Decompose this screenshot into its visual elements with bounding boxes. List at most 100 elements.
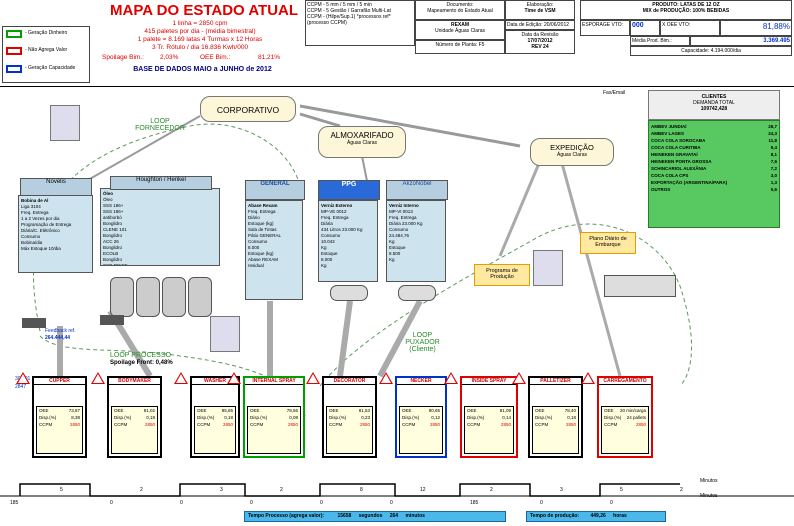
metric-label: CCPM (402, 422, 416, 427)
plano-note: Plano Diário de Embarque (580, 232, 636, 254)
unit-name: Unidade Águas Claras (434, 28, 486, 34)
media-value: 3.369.495 (690, 36, 792, 46)
metric-value: 78,40 (564, 408, 576, 413)
cliente-share: 7,2 (770, 166, 777, 171)
timeline-value: 2 (140, 487, 143, 493)
cliente-name: COCA COLA CURITIBA (651, 145, 701, 150)
header-line-1: 1 linha = 2850 cpm (172, 20, 228, 27)
metric-value: 2850 (144, 422, 155, 427)
metric-value: 2850 (287, 422, 298, 427)
cliente-share: 1,3 (770, 180, 777, 185)
cliente-share: 9,4 (770, 145, 777, 150)
timeline-value: 0 (610, 500, 613, 506)
minutos-label-1: Minutos (700, 478, 718, 484)
metric-label: OEE (114, 408, 124, 413)
vendor-line: Freq. Entrega (321, 215, 349, 220)
metric-value: 0,12 (431, 415, 440, 420)
timeline-value: 5 (60, 487, 63, 493)
vendor-line: Estoque (321, 251, 338, 256)
process-name: NECKER (397, 378, 445, 385)
header: - Geração Dinheiro - Não Agrega Valor - … (0, 0, 794, 87)
truck-icon (22, 318, 46, 328)
tempo-proc-value: 15658 (337, 513, 352, 519)
vendor-line: Abase Rexam (248, 203, 278, 208)
metric-label: OEE (250, 408, 260, 413)
truck-icon (100, 315, 124, 325)
timeline-value: 185 (10, 500, 19, 506)
vendor-line: MP-VE 0012 (321, 209, 347, 214)
vendor-line: Pátio GENERAL (248, 233, 282, 238)
metric-value: 0,18 (567, 415, 576, 420)
timeline-value: 0 (390, 500, 393, 506)
metric-row: Disp.(%) 8,38 (37, 414, 82, 421)
inventory-triangle-icon (227, 372, 241, 384)
cliente-name: OUTROS (651, 187, 671, 192)
vendor-line: Estoque (kg) (248, 221, 274, 226)
vendor-line: Kg (389, 257, 395, 262)
page-title: MAPA DO ESTADO ATUAL (110, 2, 299, 19)
vendor-name: PPG (341, 181, 357, 188)
site-name: REXAM (450, 22, 470, 28)
inventory-triangle-icon (379, 372, 393, 384)
timeline-value: 0 (540, 500, 543, 506)
cliente-name: AMBEV JUNDIAÍ (651, 124, 687, 129)
metric-value: 0,18 (146, 415, 155, 420)
metric-label: OEE (467, 408, 477, 413)
expo-cell: ESPORAGE VTO: (580, 20, 630, 36)
vendor-line: Estoque (kg) (248, 251, 274, 256)
metric-label: Disp.(%) (39, 415, 57, 420)
vendor-line: MP-VI 0013 (389, 209, 413, 214)
vendor-line: Óleo (103, 191, 114, 196)
metric-value: 8,38 (71, 415, 80, 420)
metric-label: Disp.(%) (114, 415, 132, 420)
process-name: DECORATOR (324, 378, 375, 385)
legend-label-3: - Geração Capacidade (25, 65, 76, 71)
vendor-line: CSD RINSE (103, 263, 128, 266)
metric-row: Disp.(%)0,14 (465, 414, 513, 421)
vendor-line: ECOLB (103, 251, 119, 256)
process-name: PALLETIZER (530, 378, 581, 385)
vendor-line: Verniz Externo (321, 203, 353, 208)
tempo-producao-bar: Tempo de produção: 449,26 horas (526, 511, 666, 522)
metric-value: 81,09 (499, 408, 511, 413)
metric-value: 81,53 (358, 408, 370, 413)
clientes-total: 109742,428 (700, 106, 728, 112)
almox-sub: Águas Claras (346, 140, 377, 146)
rev-label: Data da Revisão (521, 32, 559, 38)
factory-icon: Houghton / Henkel (110, 176, 212, 190)
avatar (210, 316, 240, 352)
cliente-name: COCA COLA SOROCABA (651, 138, 706, 143)
doc-cell: Documento: Mapeamento do Estado Atual (415, 0, 505, 20)
almox-label: ALMOXARIFADO (330, 131, 394, 140)
cliente-name: SCHINCARIOL ALEXÂNIA (651, 166, 707, 171)
legend-label-1: - Geração Dinheiro (25, 30, 68, 36)
vendor-line: Kg (389, 239, 395, 244)
date-ed-value: 20/06/2012 (543, 22, 570, 28)
date-ed-cell: Data de Edição: 20/06/2012 (505, 20, 575, 30)
inventory-triangle-icon (581, 372, 595, 384)
timeline-value: 2 (280, 487, 283, 493)
media-label: Média Prod. Bim.: (630, 36, 690, 46)
oee-value: 81,21% (258, 54, 281, 61)
loop-fornecedor-label: LOOP FORNECEDOR (135, 118, 185, 132)
cliente-name: HEINEKEN GRAVATAÍ (651, 152, 698, 157)
timeline-value: 3 (220, 487, 223, 493)
spoilage-label: Spoilage Bim.: (102, 54, 144, 61)
metric-label: OEE (535, 408, 545, 413)
